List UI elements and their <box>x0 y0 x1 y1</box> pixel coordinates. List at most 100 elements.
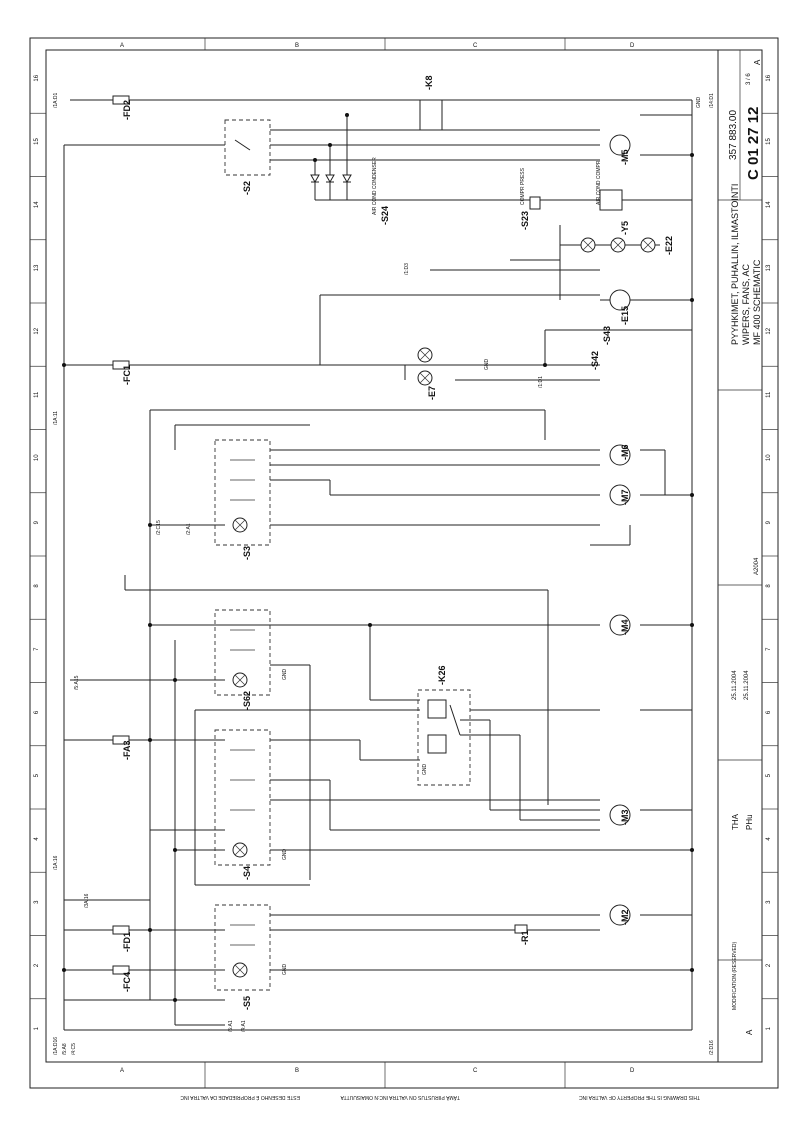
motor-symbol <box>609 134 631 156</box>
label-e15: -E15 <box>620 306 630 325</box>
switch-s4-housing <box>214 729 271 866</box>
label-m3: -M3 <box>620 810 630 826</box>
row-label: 5 <box>766 773 772 777</box>
motor-symbol <box>609 614 631 636</box>
ref-14: /1:D3 <box>404 263 410 275</box>
fuse-fc1 <box>112 360 130 370</box>
lamp-cross <box>419 372 431 384</box>
ref-13: /5:A1 <box>228 1020 234 1032</box>
col-label-a-bottom: A <box>120 1068 124 1074</box>
row-label: 1 <box>34 1026 40 1030</box>
gnd-label: GND <box>282 849 288 861</box>
row-label: 12 <box>766 327 772 334</box>
date-drawn: 25.11.2004 <box>732 670 738 700</box>
label-fc4: -FC4 <box>122 972 132 992</box>
modification: MODIFICATION (RESERVED) <box>732 942 738 1010</box>
relay-k26-housing <box>417 689 471 786</box>
footer: THIS DRAWING IS THE PROPERTY OF VALTRA I… <box>180 1094 700 1101</box>
label-k8: -K8 <box>424 75 434 90</box>
gnd-label: GND <box>422 764 428 776</box>
row-label: 14 <box>34 201 40 208</box>
motors <box>609 134 631 926</box>
fuse-fd1 <box>112 925 130 935</box>
drawn-by: THA <box>731 813 740 830</box>
row-label: 3 <box>766 900 772 904</box>
row-label: 4 <box>34 837 40 841</box>
col-label-d-top: D <box>630 43 635 49</box>
note-ac-condenser: AIR COND CONDENSER <box>372 157 378 215</box>
row-label: 9 <box>766 520 772 524</box>
switch-s5-housing <box>214 904 271 991</box>
ref-2: /14:D1 <box>709 93 715 108</box>
col-label-c-bottom: C <box>473 1068 478 1074</box>
notice-pt: ESTE DESENHO É PROPRIEDADE DA VALTRA INC <box>180 1094 300 1101</box>
sheet-number: 3 / 6 <box>746 73 752 85</box>
label-s2: -S2 <box>242 181 252 195</box>
lamp-cross <box>234 674 246 686</box>
compressor-clutch-y5 <box>599 189 623 211</box>
lamp-cross <box>234 519 246 531</box>
lamp-cross <box>582 239 594 251</box>
notice-en: THIS DRAWING IS THE PROPERTY OF VALTRA I… <box>579 1094 700 1100</box>
label-r1: -R1 <box>520 930 530 945</box>
ref-12: /4:A1 <box>241 1020 247 1032</box>
row-label: 2 <box>34 963 40 967</box>
ref-7: /1A:16 <box>53 855 59 870</box>
row-label: 2 <box>766 963 772 967</box>
note-compr-press: COMPR PRESS <box>520 167 526 205</box>
fuse-fc4 <box>112 965 130 975</box>
row-label: 10 <box>766 454 772 461</box>
lamp-cross <box>419 349 431 361</box>
label-m5: -M5 <box>620 150 630 166</box>
component-labels: -K8 -M5 -S2 -S24 -S23 -Y5 -E22 -E15 -FD2… <box>122 75 674 1010</box>
col-label-d-bottom: D <box>630 1068 635 1074</box>
ref-9: /1A:D16 <box>53 1037 59 1055</box>
label-s3: -S3 <box>242 546 252 560</box>
label-e7: -E7 <box>427 386 437 400</box>
label-fd1: -FD1 <box>122 932 132 952</box>
gnd-label: GND <box>282 964 288 976</box>
lamp-cross <box>642 239 654 251</box>
notes: AIR COND CONDENSER COMPR PRESS AIR COND … <box>372 157 602 215</box>
ref-16: /2:D16 <box>709 1040 715 1055</box>
row-label: 8 <box>34 584 40 588</box>
label-fd2: -FD2 <box>122 100 132 120</box>
gnd-label: GND <box>282 669 288 681</box>
label-m4: -M4 <box>620 620 630 636</box>
row-label: 3 <box>34 900 40 904</box>
label-s62: -S62 <box>242 691 252 710</box>
row-label: 13 <box>766 264 772 271</box>
row-label: 15 <box>766 138 772 145</box>
lamp-cross <box>612 239 624 251</box>
gnd-label: GND <box>484 359 490 371</box>
row-label: 10 <box>34 454 40 461</box>
label-s43: -S43 <box>602 326 612 345</box>
label-fc1: -FC1 <box>122 365 132 385</box>
notice-fi: TÄMÄ PIIRUSTUS ON VALTRA INC:N OMAISUUTT… <box>340 1094 460 1101</box>
row-label: 7 <box>766 647 772 651</box>
title-line-3: MF 400 SCHEMATIC <box>752 259 762 345</box>
part-number: 357 883.00 <box>728 110 739 160</box>
title-line-1: PYYHKIMET, PUHALLIN, ILMASTOINTI <box>730 184 740 345</box>
label-s4: -S4 <box>242 866 252 880</box>
label-y5: -Y5 <box>620 221 630 235</box>
drawing-number: C 01 27 12 <box>745 107 762 180</box>
label-s24: -S24 <box>380 206 390 225</box>
label-m7: -M7 <box>620 490 630 506</box>
row-label: 5 <box>34 773 40 777</box>
inner-frame <box>45 49 763 1063</box>
ref-3: /1A:11 <box>53 411 59 425</box>
ref-11: /4:C5 <box>71 1043 77 1055</box>
note-air-cond-compr: AIR COND COMPR <box>596 160 602 205</box>
ref-5: /2:A1 <box>186 523 192 535</box>
motor-symbol <box>609 804 631 826</box>
label-k26: -K26 <box>437 665 447 685</box>
label-s23: -S23 <box>520 211 530 230</box>
label-fa3: -FA3 <box>122 740 132 760</box>
ref-6: /5:A15 <box>74 675 80 690</box>
checked-by: PHu <box>745 814 754 830</box>
revision: A <box>753 59 762 65</box>
